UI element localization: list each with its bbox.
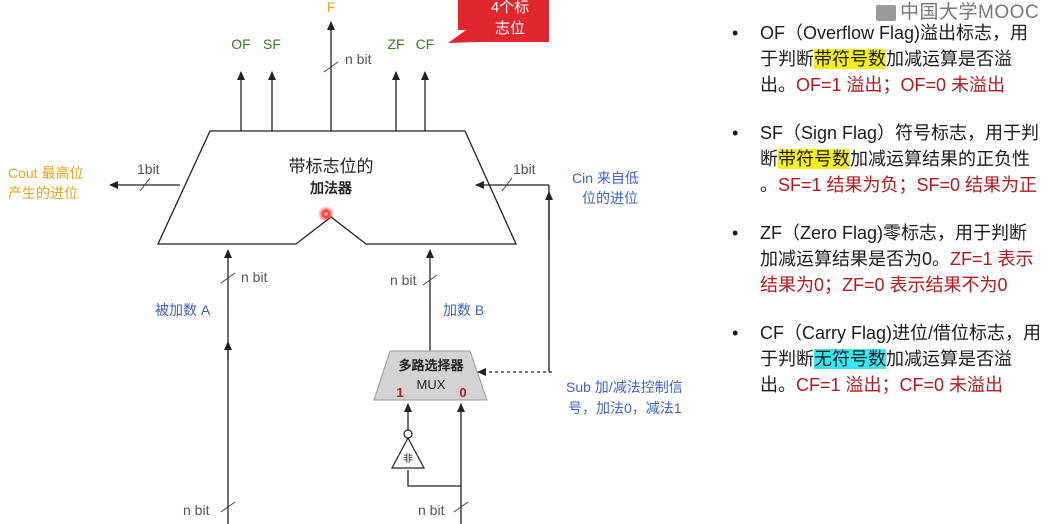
callout-line-1: 4个标 xyxy=(491,0,529,16)
mux-shape xyxy=(373,350,488,401)
mux-input-0-label: 0 xyxy=(459,385,466,400)
note-text: ZF（Zero Flag)零标志，用于判断加减运算结果是否为0。 xyxy=(760,223,1028,269)
f-width-label: n bit xyxy=(345,51,372,67)
note-text: SF（Sign Flag）符号标志，用于判断 xyxy=(760,123,1040,169)
adder-shape xyxy=(156,130,518,245)
cout-label-line-1: Cout 最高位 xyxy=(8,165,83,181)
cout-width-tick xyxy=(139,177,151,192)
bullet-icon: • xyxy=(732,223,739,243)
a-bottom-tick xyxy=(220,501,236,513)
flag-of-label: OF xyxy=(231,36,250,52)
note-highlight: 带符号数 xyxy=(814,49,886,69)
cin-label-line-2: 位的进位 xyxy=(582,190,638,206)
flag-note-item: • ZF（Zero Flag)零标志，用于判断加减运算结果是否为0。ZF=1 表示… xyxy=(730,220,1042,298)
note-text: CF（Carry Flag)进位/借位标志，用于判断 xyxy=(760,323,1042,369)
a-width-label: n bit xyxy=(241,269,268,285)
callout-line-2: 志位 xyxy=(495,20,525,37)
not-gate-triangle xyxy=(391,436,425,469)
flag-note-item: • SF（Sign Flag）符号标志，用于判断带符号数加减运算结果的正负性 。S… xyxy=(730,120,1042,198)
cin-width-label: 1bit xyxy=(513,161,536,177)
sub-label-line-1: Sub 加/减法控制信 xyxy=(566,379,683,395)
cin-label-line-1: Cin 来自低 xyxy=(572,170,639,186)
bullet-icon: • xyxy=(732,123,739,143)
not-gate-feed xyxy=(407,470,461,487)
note-red-values: SF=1 结果为负；SF=0 结果为正 xyxy=(778,175,1038,195)
mooc-logo-icon xyxy=(876,4,896,21)
cout-label-line-2: 产生的进位 xyxy=(8,185,78,201)
note-text-cont: 加减运算是否溢出。 xyxy=(760,49,1012,95)
cout-width-label: 1bit xyxy=(137,161,160,177)
a-width-tick xyxy=(220,272,236,284)
flag-callout-bubble xyxy=(448,0,549,43)
f-width-tick xyxy=(323,61,339,73)
watermark-text: 中国大学MOOC xyxy=(900,2,1040,23)
cin-width-tick xyxy=(501,177,513,192)
note-text-cont: 加减运算结果的正负性 。 xyxy=(760,149,1030,195)
mooc-watermark: 中国大学MOOC xyxy=(876,0,1039,24)
a-bottom-width-label: n bit xyxy=(183,502,210,518)
b-bottom-tick xyxy=(453,501,469,513)
flag-zf-label: ZF xyxy=(387,36,404,52)
laser-pointer-dot xyxy=(318,206,334,222)
mux-name: MUX xyxy=(417,377,446,392)
note-text: OF（Overflow Flag)溢出标志，用于判断 xyxy=(760,23,1029,69)
output-f-label: F xyxy=(327,0,336,15)
flag-note-item: • CF（Carry Flag)进位/借位标志，用于判断无符号数加减运算是否溢出。… xyxy=(730,320,1042,398)
b-width-tick xyxy=(422,274,438,286)
b-width-label: n bit xyxy=(390,272,417,288)
mux-input-1-label: 1 xyxy=(396,385,403,400)
mux-title: 多路选择器 xyxy=(398,358,464,373)
adder-subtitle: 加法器 xyxy=(309,180,353,196)
adder-diagram: 带标志位的 加法器 OF SF F ZF CF n bit 4个标 志位 1bi… xyxy=(8,0,683,524)
b-bottom-width-label: n bit xyxy=(418,502,445,518)
sub-label-line-2: 号，加法0，减法1 xyxy=(568,400,682,416)
not-gate-bubble xyxy=(403,429,413,439)
note-highlight: 无符号数 xyxy=(814,349,886,369)
bullet-icon: • xyxy=(732,323,739,343)
flag-cf-label: CF xyxy=(416,36,435,52)
bullet-icon: • xyxy=(732,23,739,43)
b-label: 加数 B xyxy=(443,302,484,318)
flag-note-item: • OF（Overflow Flag)溢出标志，用于判断带符号数加减运算是否溢出。… xyxy=(730,20,1042,98)
note-text-cont: 加减运算是否溢出。 xyxy=(760,349,1012,395)
flag-notes-list: •OF（Overflow Flag)溢出标志，用于判断带符号数加减运算是否溢出。… xyxy=(730,20,1042,420)
note-highlight: 带符号数 xyxy=(778,149,850,169)
note-red-values: OF=1 溢出；OF=0 未溢出 xyxy=(796,75,1006,95)
note-red-values: ZF=1 表示结果为0；ZF=0 表示结果不为0 xyxy=(760,249,1034,295)
flag-sf-label: SF xyxy=(263,36,281,52)
not-gate-label: 非 xyxy=(403,453,413,465)
adder-title: 带标志位的 xyxy=(289,157,374,176)
a-label: 被加数 A xyxy=(155,302,211,318)
note-red-values: CF=1 溢出；CF=0 未溢出 xyxy=(796,375,1004,395)
